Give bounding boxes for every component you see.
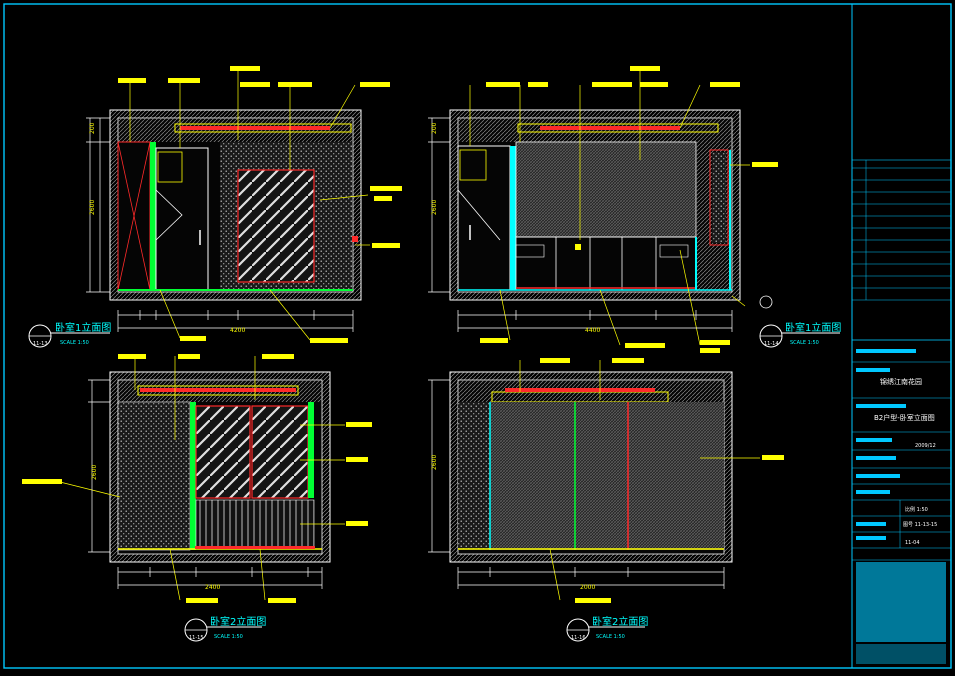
view-code-3: 11-15 — [189, 635, 204, 641]
h-dim-2: 2400 — [205, 584, 220, 591]
title-block: 锦绣江南花园 B2户型-卧室立面图 2009/12 比例 1:50 图号 11-… — [851, 4, 952, 668]
sheet-date: 2009/12 — [915, 443, 936, 449]
h-dim-0: 4200 — [230, 327, 245, 334]
view-code-4: 11-16 — [571, 635, 586, 641]
view-title-2: 卧室1立面图 — [785, 321, 841, 334]
view-scale-3: SCALE 1:50 — [214, 634, 243, 640]
elevation-view-4: 2600 2000 11-16 卧室2立面图 SCALE 1:50 — [428, 358, 784, 642]
v-dim-1: 2600 — [89, 200, 96, 215]
sheet-border — [3, 3, 952, 669]
view-scale-2: SCALE 1:50 — [790, 340, 819, 346]
view-code-2: 11-14 — [764, 341, 779, 347]
project-name: 锦绣江南花园 — [880, 377, 922, 386]
view-title-1: 卧室1立面图 — [55, 321, 111, 334]
view-scale-4: SCALE 1:50 — [596, 634, 625, 640]
sheet-scale: 比例 1:50 — [905, 506, 928, 513]
sheet-code: 11-04 — [905, 540, 920, 546]
elevation-view-1: 2600 200 4200 11-13 卧室1立面图 SCALE 1:50 — [28, 66, 402, 348]
h-dim-1: 4400 — [585, 327, 600, 334]
v-dim-5: 2600 — [431, 455, 438, 470]
elevation-view-3: 2600 2400 11-15 卧室2立面图 SCALE 1:50 — [22, 354, 372, 642]
h-dim-3: 2000 — [580, 584, 595, 591]
v-dim-3: 200 — [431, 122, 438, 134]
v-dim-2: 2600 — [431, 200, 438, 215]
v-dim-0: 200 — [89, 122, 96, 134]
view-title-4: 卧室2立面图 — [592, 615, 648, 628]
elevation-view-2: 2600 200 4400 11-14 卧室1立面图 SCALE 1:50 — [428, 66, 841, 353]
view-scale-1: SCALE 1:50 — [60, 340, 89, 346]
drawing-number: 图号 11-13-15 — [903, 522, 937, 528]
sheet-name: B2户型-卧室立面图 — [874, 413, 935, 422]
v-dim-4: 2600 — [91, 465, 98, 480]
view-code-1: 11-13 — [33, 341, 48, 347]
view-title-3: 卧室2立面图 — [210, 615, 266, 628]
